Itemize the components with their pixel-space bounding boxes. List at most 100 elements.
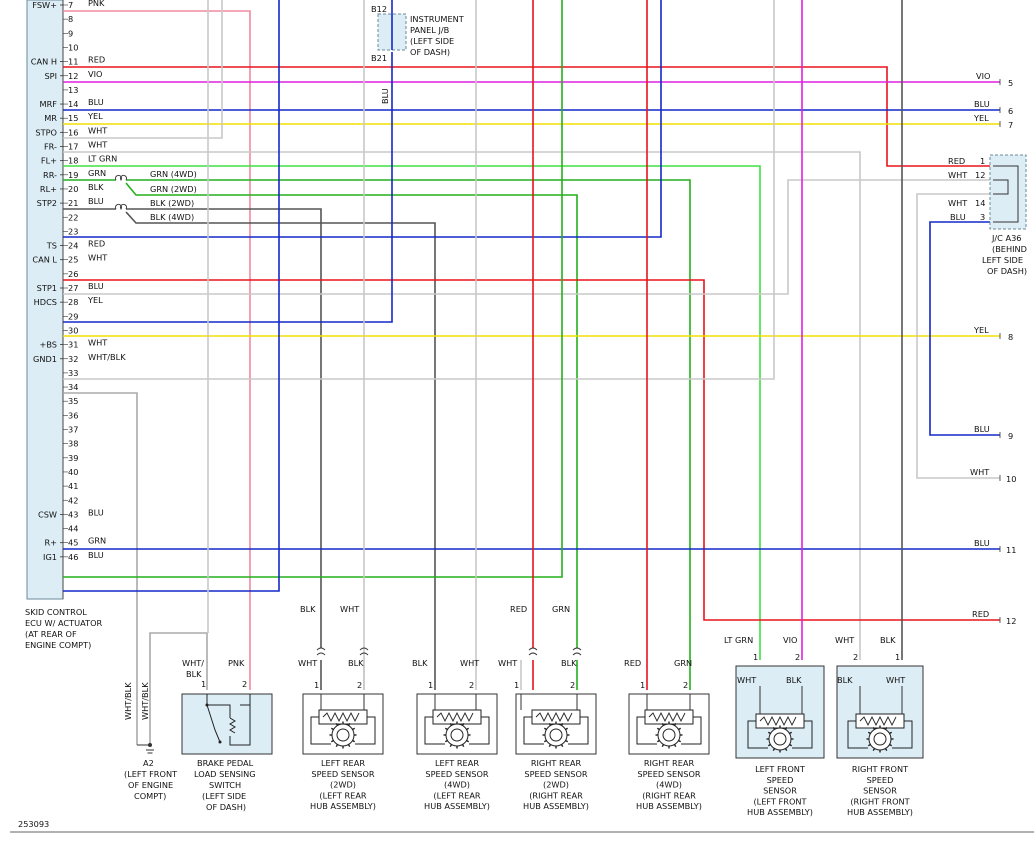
ecu-pin-wire: YEL	[87, 295, 103, 305]
ground-label-1: A2	[143, 758, 154, 768]
right-outputs: VIO 5 BLU 6 YEL 7 YEL 8 BLU 9 WHT 10 BLU…	[970, 71, 1016, 626]
ecu-pin-name: FL+	[41, 156, 57, 166]
jc-wire-1: RED	[948, 156, 965, 166]
out-8-wire: YEL	[973, 325, 989, 335]
speed-sensor-3	[515, 693, 597, 755]
sensor-wire-label: BLK	[348, 658, 364, 668]
speed-sensor-2	[416, 693, 498, 755]
sensor-pin-number: 2	[853, 652, 858, 662]
ecu-pin-number: 21	[68, 198, 78, 208]
sensor-wire-label: WHT	[886, 675, 906, 685]
ecu-label-3: (AT REAR OF	[25, 629, 77, 639]
sensor-label-line: (LEFT FRONT	[753, 796, 807, 806]
sensor-pin-number: 2	[570, 680, 575, 690]
ecu-pin-number: 7	[68, 0, 73, 10]
ecu-pin-number: 39	[68, 453, 78, 463]
jb-label-4: OF DASH)	[410, 47, 450, 57]
ecu-pin-number: 37	[68, 425, 78, 435]
ecu-pin-wire: PNK	[88, 0, 105, 8]
sensor-wire-label: BLK	[561, 658, 577, 668]
ecu-pin-number: 11	[68, 57, 78, 67]
out-6-wire: BLU	[974, 99, 990, 109]
out-8-num: 8	[1008, 332, 1013, 342]
speed-sensor-5	[735, 665, 825, 759]
out-10-num: 10	[1006, 474, 1016, 484]
sensor-label-line: LEFT REAR	[435, 758, 479, 768]
sensor-label-line: LEFT REAR	[321, 758, 365, 768]
ecu-pin-wire: YEL	[87, 111, 103, 121]
sensor-wire-label: WHT	[498, 658, 518, 668]
ecu-pin-number: 12	[68, 71, 78, 81]
ecu-pin-name: MR	[44, 113, 57, 123]
sensor-label-line: HUB ASSEMBLY)	[523, 801, 589, 811]
ecu-pin-number: 25	[68, 255, 78, 265]
ecu-pin-wire: WHT	[88, 253, 108, 263]
ecu-pin-number: 19	[68, 170, 78, 180]
jc-wire-2: WHT	[948, 170, 968, 180]
conn-label-wht-b: WHT	[835, 635, 855, 645]
jb-label-2: PANEL J/B	[410, 25, 450, 35]
ecu-pin-number: 8	[68, 14, 73, 24]
ecu-pin-number: 27	[68, 283, 78, 293]
sensor-pin-number: 2	[469, 680, 474, 690]
ecu-pin-number: 32	[68, 354, 78, 364]
jc-label-2: (BEHIND	[992, 244, 1027, 254]
sensor-pin-number: 2	[357, 680, 362, 690]
ecu-pin-wire: WHT	[88, 140, 108, 150]
sensor-label-line: SPEED	[767, 775, 794, 785]
sensor-label-line: HUB ASSEMBLY)	[747, 807, 813, 817]
sensor-wire-label: BLK	[412, 658, 428, 668]
ecu-pin-name: HDCS	[34, 297, 57, 307]
out-11-num: 11	[1006, 545, 1016, 555]
ecu-pin-name: STPO	[35, 127, 57, 137]
ecu-pin-number: 24	[68, 241, 78, 251]
ecu-pin-number: 9	[68, 28, 73, 38]
ecu-pin-name: RL+	[40, 184, 57, 194]
sensor-wire-label: GRN	[674, 658, 692, 668]
ecu-pin-name: R+	[44, 538, 57, 548]
sensor-pin-number: 1	[753, 652, 758, 662]
diagram-number: 253093	[18, 819, 49, 829]
out-5-wire: VIO	[976, 71, 990, 81]
ecu-pin-number: 36	[68, 410, 78, 420]
sensor-label-line: SPEED SENSOR	[425, 769, 489, 779]
out-7-wire: YEL	[973, 113, 989, 123]
ecu-pin-number: 22	[68, 212, 78, 222]
jc-wire-4: BLU	[950, 212, 966, 222]
ground-label-2: (LEFT FRONT	[124, 769, 178, 779]
sensor-label-line: HUB ASSEMBLY)	[424, 801, 490, 811]
jb-label-3: (LEFT SIDE	[410, 36, 454, 46]
brake-label-2: LOAD SENSING	[194, 769, 256, 779]
sensor-pin-number: 2	[795, 652, 800, 662]
ecu-pin-number: 10	[68, 42, 78, 52]
ecu-pin-number: 45	[68, 538, 78, 548]
ecu-pin-wire: BLU	[88, 196, 104, 206]
sensor-label-line: SENSOR	[763, 786, 797, 796]
ecu-pin-name: GND1	[33, 354, 57, 364]
brake-wire-2: PNK	[228, 658, 245, 668]
sensor-label-line: (2WD)	[543, 780, 569, 790]
sensor-label-line: RIGHT FRONT	[852, 764, 909, 774]
ecu-pin-number: 40	[68, 467, 78, 477]
sensor-label-line: (LEFT REAR	[433, 790, 481, 800]
ground-label-3: OF ENGINE	[128, 780, 173, 790]
ecu-pin-name: TS	[46, 241, 57, 251]
ecu-pin-wire: WHT	[88, 338, 108, 348]
jc-pin-4: 3	[980, 212, 985, 222]
sensor-label-line: LEFT FRONT	[755, 764, 806, 774]
branch-blk-2wd: BLK (2WD)	[150, 198, 194, 208]
ecu-pin-number: 17	[68, 142, 78, 152]
speed-sensor-6	[836, 665, 924, 759]
ecu-pin-number: 34	[68, 382, 78, 392]
ecu-pin-number: 26	[68, 269, 78, 279]
ecu-pin-name: +BS	[39, 340, 57, 350]
ecu-pin-name: STP1	[37, 283, 57, 293]
ecu-pin-name: FR-	[44, 142, 57, 152]
jc-wire-3: WHT	[948, 198, 968, 208]
out-12-wire: RED	[972, 609, 989, 619]
speed-sensor-1	[302, 693, 384, 755]
sensor-label-line: (4WD)	[656, 780, 682, 790]
jc-label-1: J/C A36	[991, 233, 1022, 243]
